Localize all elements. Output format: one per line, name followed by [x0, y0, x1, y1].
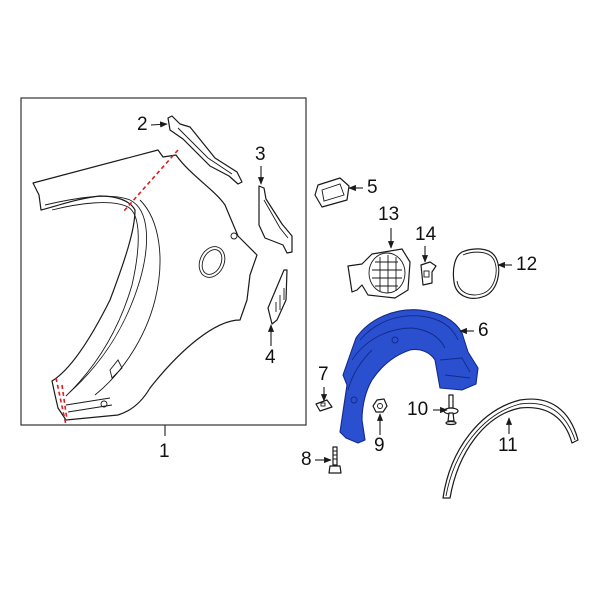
callout-5: 5 — [367, 177, 378, 198]
part-3-bracket — [258, 185, 293, 254]
callout-14: 14 — [415, 224, 437, 245]
callout-12: 12 — [516, 254, 538, 275]
callout-11: 11 — [498, 435, 518, 456]
part-14-clip — [420, 261, 437, 286]
part-2-reinforcement — [167, 115, 243, 185]
part-8-bolt — [328, 446, 342, 474]
callout-6: 6 — [478, 320, 489, 341]
leader-lines — [150, 121, 513, 464]
callout-9: 9 — [374, 435, 385, 456]
callout-2: 2 — [137, 114, 148, 135]
part-5-housing — [314, 177, 350, 208]
callout-1: 1 — [159, 441, 170, 462]
callout-4: 4 — [265, 347, 276, 368]
part-12-fuel-door — [452, 248, 500, 299]
callout-10: 10 — [407, 399, 429, 420]
callout-7: 7 — [318, 364, 329, 385]
part-13-filler-housing — [347, 248, 411, 299]
part-9-push-nut — [372, 398, 388, 413]
part-11-arch-molding — [442, 398, 579, 499]
quarter-panel — [32, 149, 258, 421]
cut-line-lower — [55, 377, 67, 426]
part-4-plate — [267, 269, 288, 325]
callout-13: 13 — [378, 204, 400, 225]
assembly-box — [20, 97, 307, 436]
callout-8: 8 — [301, 449, 312, 470]
part-7-nut — [315, 399, 333, 412]
part-6-wheelhouse-liner — [339, 309, 479, 444]
callout-3: 3 — [255, 144, 266, 165]
